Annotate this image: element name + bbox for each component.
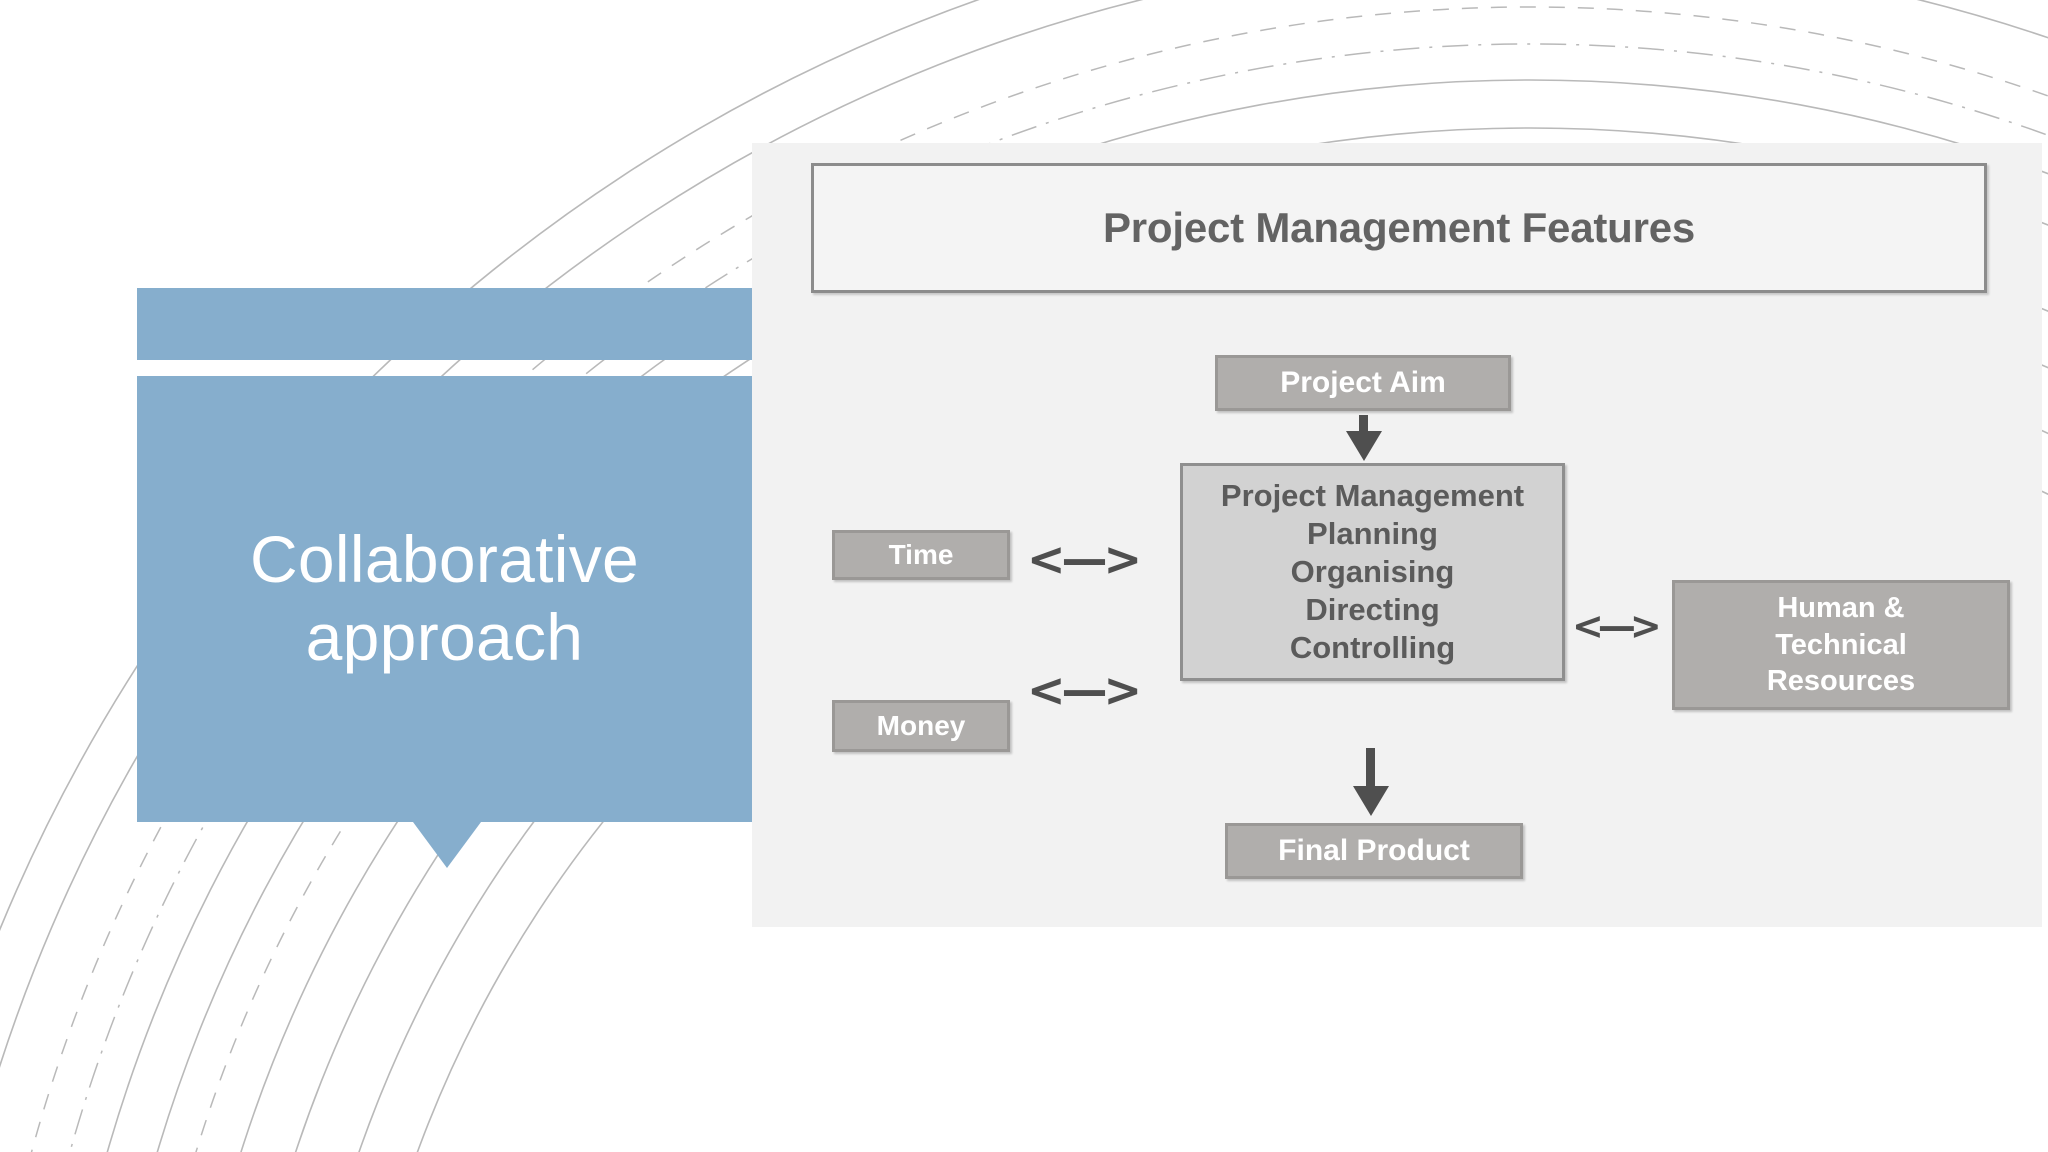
diagram-node-time-label: Time [888, 539, 954, 570]
hr-line-2: Technical [1775, 628, 1907, 661]
pm-line-controlling: Controlling [1289, 629, 1456, 665]
callout-title-line-2: approach [305, 600, 584, 674]
arrow-bidirectional-icon-money-to-pm: <—> [1027, 663, 1142, 717]
diagram-node-time: Time [832, 530, 1010, 580]
pm-line-organising: Organising [1290, 554, 1455, 590]
diagram-title-box: Project Management Features [811, 163, 1987, 293]
callout-title-line-1: Collaborative [249, 522, 640, 597]
hr-line-1: Human & [1777, 592, 1905, 625]
arrow-head [1353, 786, 1389, 816]
callout-body [137, 376, 752, 822]
diagram-node-final-product: Final Product [1225, 823, 1523, 879]
diagram-node-money: Money [832, 700, 1010, 752]
diagram-node-project-aim-label: Project Aim [1280, 366, 1446, 399]
arrow-head [1346, 431, 1382, 461]
arrow-shaft [1359, 415, 1368, 433]
diagram-node-project-management: Project Management Planning Organising D… [1180, 463, 1565, 681]
diagram-node-final-product-label: Final Product [1278, 834, 1470, 867]
arrow-bidirectional-icon-time-to-pm: <—> [1027, 532, 1142, 586]
callout-title: Collaborative approach [137, 376, 752, 822]
arrow-bidirectional-icon-pm-to-hr: <—> [1572, 604, 1662, 648]
diagram-title-text: Project Management Features [1102, 204, 1696, 251]
callout-top-band [137, 288, 752, 360]
pm-line-planning: Planning [1307, 516, 1438, 552]
callout-tail [413, 822, 481, 868]
diagram-node-human-technical-resources: Human & Technical Resources [1672, 580, 2010, 710]
arrow-shaft [1366, 748, 1375, 788]
pm-line-title: Project Management [1220, 478, 1525, 514]
pm-line-directing: Directing [1305, 591, 1440, 627]
diagram-node-money-label: Money [876, 710, 966, 741]
diagram-node-project-aim: Project Aim [1215, 355, 1511, 411]
hr-line-3: Resources [1766, 665, 1916, 698]
